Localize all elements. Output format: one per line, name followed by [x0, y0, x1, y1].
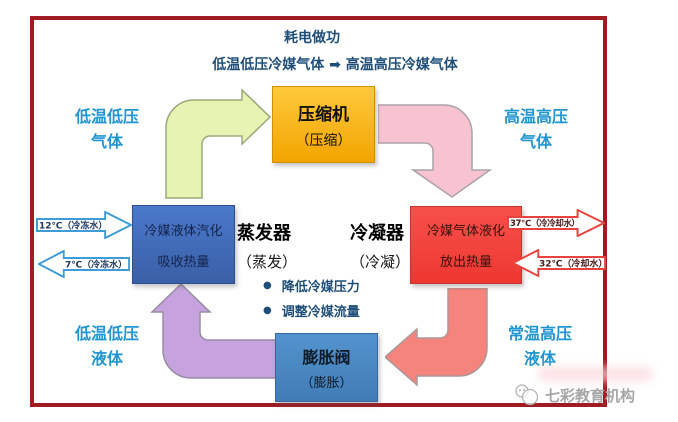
condenser-process-box: 冷媒气体液化 放出热量 — [410, 206, 522, 284]
evaporator-process-box: 冷媒液体汽化 吸收热量 — [132, 205, 235, 284]
condenser-process-line1: 冷媒气体液化 — [426, 224, 505, 239]
watermark-smudge — [538, 366, 653, 382]
diagram-title: 耗电做功 — [284, 30, 340, 46]
condenser-process-line2: 放出热量 — [439, 255, 492, 270]
compressor-title: 压缩机 — [298, 104, 349, 125]
chilled-water-out-label: 7℃（冷冻水） — [65, 260, 128, 271]
expansion-note-1: ● 降低冷媒压力 — [263, 276, 360, 295]
chilled-water-in-arrow: 12℃（冷冻水） — [36, 211, 132, 239]
state-bl-line1: 低温低压 — [74, 324, 139, 343]
condenser-label: 冷凝器 （冷凝） — [350, 219, 410, 272]
expansion-valve-to-evaporator-arrow-icon — [150, 282, 278, 379]
expansion-note-2: ● 调整冷媒流量 — [263, 301, 360, 320]
bullet-icon: ● — [263, 305, 272, 316]
chilled-water-in-label: 12℃（冷冻水） — [39, 221, 108, 232]
right-block-arrow-icon — [507, 209, 605, 237]
cooling-water-out-arrow: 37℃（冷冷却水） — [507, 209, 605, 237]
compressor-to-condenser-arrow-icon — [378, 104, 493, 198]
state-br-line2: 液体 — [523, 349, 556, 368]
evaporator-name-sub: （蒸发） — [237, 253, 298, 271]
evaporator-process-line1: 冷媒液体汽化 — [144, 223, 223, 239]
left-block-arrow-icon — [512, 249, 606, 277]
expansion-valve-title: 膨胀阀 — [302, 348, 351, 367]
watermark-logo-icon — [515, 384, 539, 406]
left-block-arrow-icon — [38, 250, 130, 278]
condenser-name: 冷凝器 — [350, 223, 404, 244]
right-block-arrow-icon — [36, 211, 132, 239]
watermark-text: 七彩教育机构 — [545, 386, 636, 405]
evaporator-name: 蒸发器 — [237, 223, 291, 244]
cooling-water-in-label: 32℃（冷却水） — [539, 259, 608, 270]
diagram-subtitle: 低温低压冷媒气体 ➡ 高温高压冷媒气体 — [212, 57, 458, 73]
compressor-subtitle: （压缩） — [295, 132, 352, 149]
cooling-water-in-arrow: 32℃（冷却水） — [512, 249, 608, 277]
state-tr-line2: 气体 — [519, 132, 552, 151]
watermark: 七彩教育机构 — [514, 384, 635, 406]
state-label-low-temp-gas: 低温低压 气体 — [42, 104, 172, 154]
expansion-valve-box: 膨胀阀 （膨胀） — [275, 333, 378, 402]
expansion-note-2-text: 调整冷媒流量 — [281, 305, 360, 320]
condenser-name-sub: （冷凝） — [350, 253, 411, 271]
state-tr-line1: 高温高压 — [503, 107, 568, 126]
evaporator-to-compressor-arrow-icon — [165, 88, 272, 199]
state-label-normal-temp-liquid: 常温高压 液体 — [475, 321, 605, 371]
evaporator-label: 蒸发器 （蒸发） — [237, 219, 297, 272]
expansion-valve-subtitle: （膨胀） — [300, 376, 353, 391]
state-label-low-temp-liquid: 低温低压 液体 — [42, 321, 172, 371]
state-label-high-temp-gas: 高温高压 气体 — [471, 104, 601, 154]
state-tl-line1: 低温低压 — [74, 107, 139, 126]
state-tl-line2: 气体 — [90, 132, 123, 151]
state-bl-line2: 液体 — [90, 349, 123, 368]
compressor-box: 压缩机 （压缩） — [272, 86, 375, 163]
state-br-line1: 常温高压 — [507, 324, 572, 343]
bullet-icon: ● — [263, 280, 272, 291]
cooling-water-out-label: 37℃（冷冷却水） — [510, 219, 580, 229]
evaporator-process-line2: 吸收热量 — [157, 254, 210, 270]
condenser-to-expansion-valve-arrow-icon — [385, 288, 488, 387]
chilled-water-out-arrow: 7℃（冷冻水） — [38, 250, 130, 278]
expansion-note-1-text: 降低冷媒压力 — [281, 280, 360, 295]
diagram-border-frame — [30, 16, 607, 407]
